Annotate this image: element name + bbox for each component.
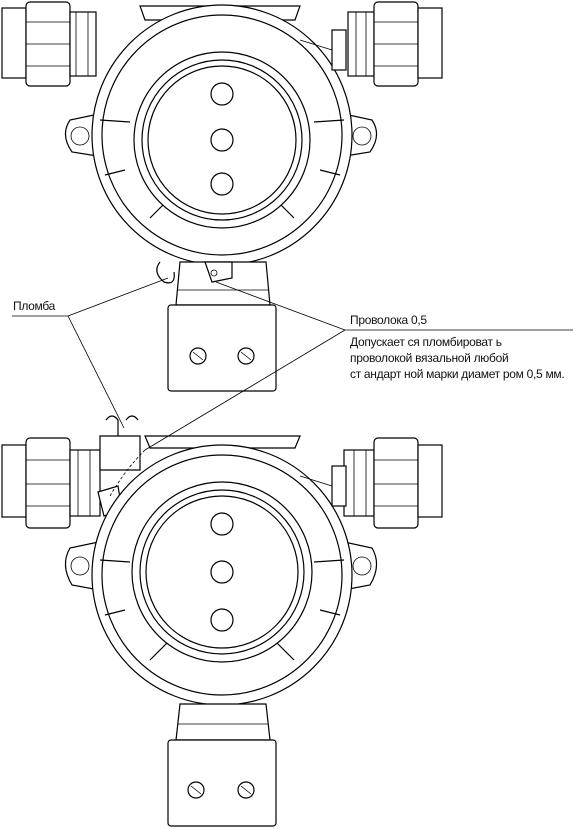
note-line-1: Допускает ся пломбироват ь bbox=[350, 335, 502, 349]
device-lower bbox=[1, 415, 443, 827]
leader-lines bbox=[12, 277, 573, 497]
note-line-2: проволокой вязальной любой bbox=[350, 351, 509, 365]
device-upper bbox=[1, 1, 443, 392]
wire-label: Проволока 0,5 bbox=[350, 313, 427, 327]
seal-label: Пломба bbox=[13, 299, 56, 313]
note-line-3: ст андарт ной марки диамет ром 0,5 мм. bbox=[350, 367, 565, 381]
